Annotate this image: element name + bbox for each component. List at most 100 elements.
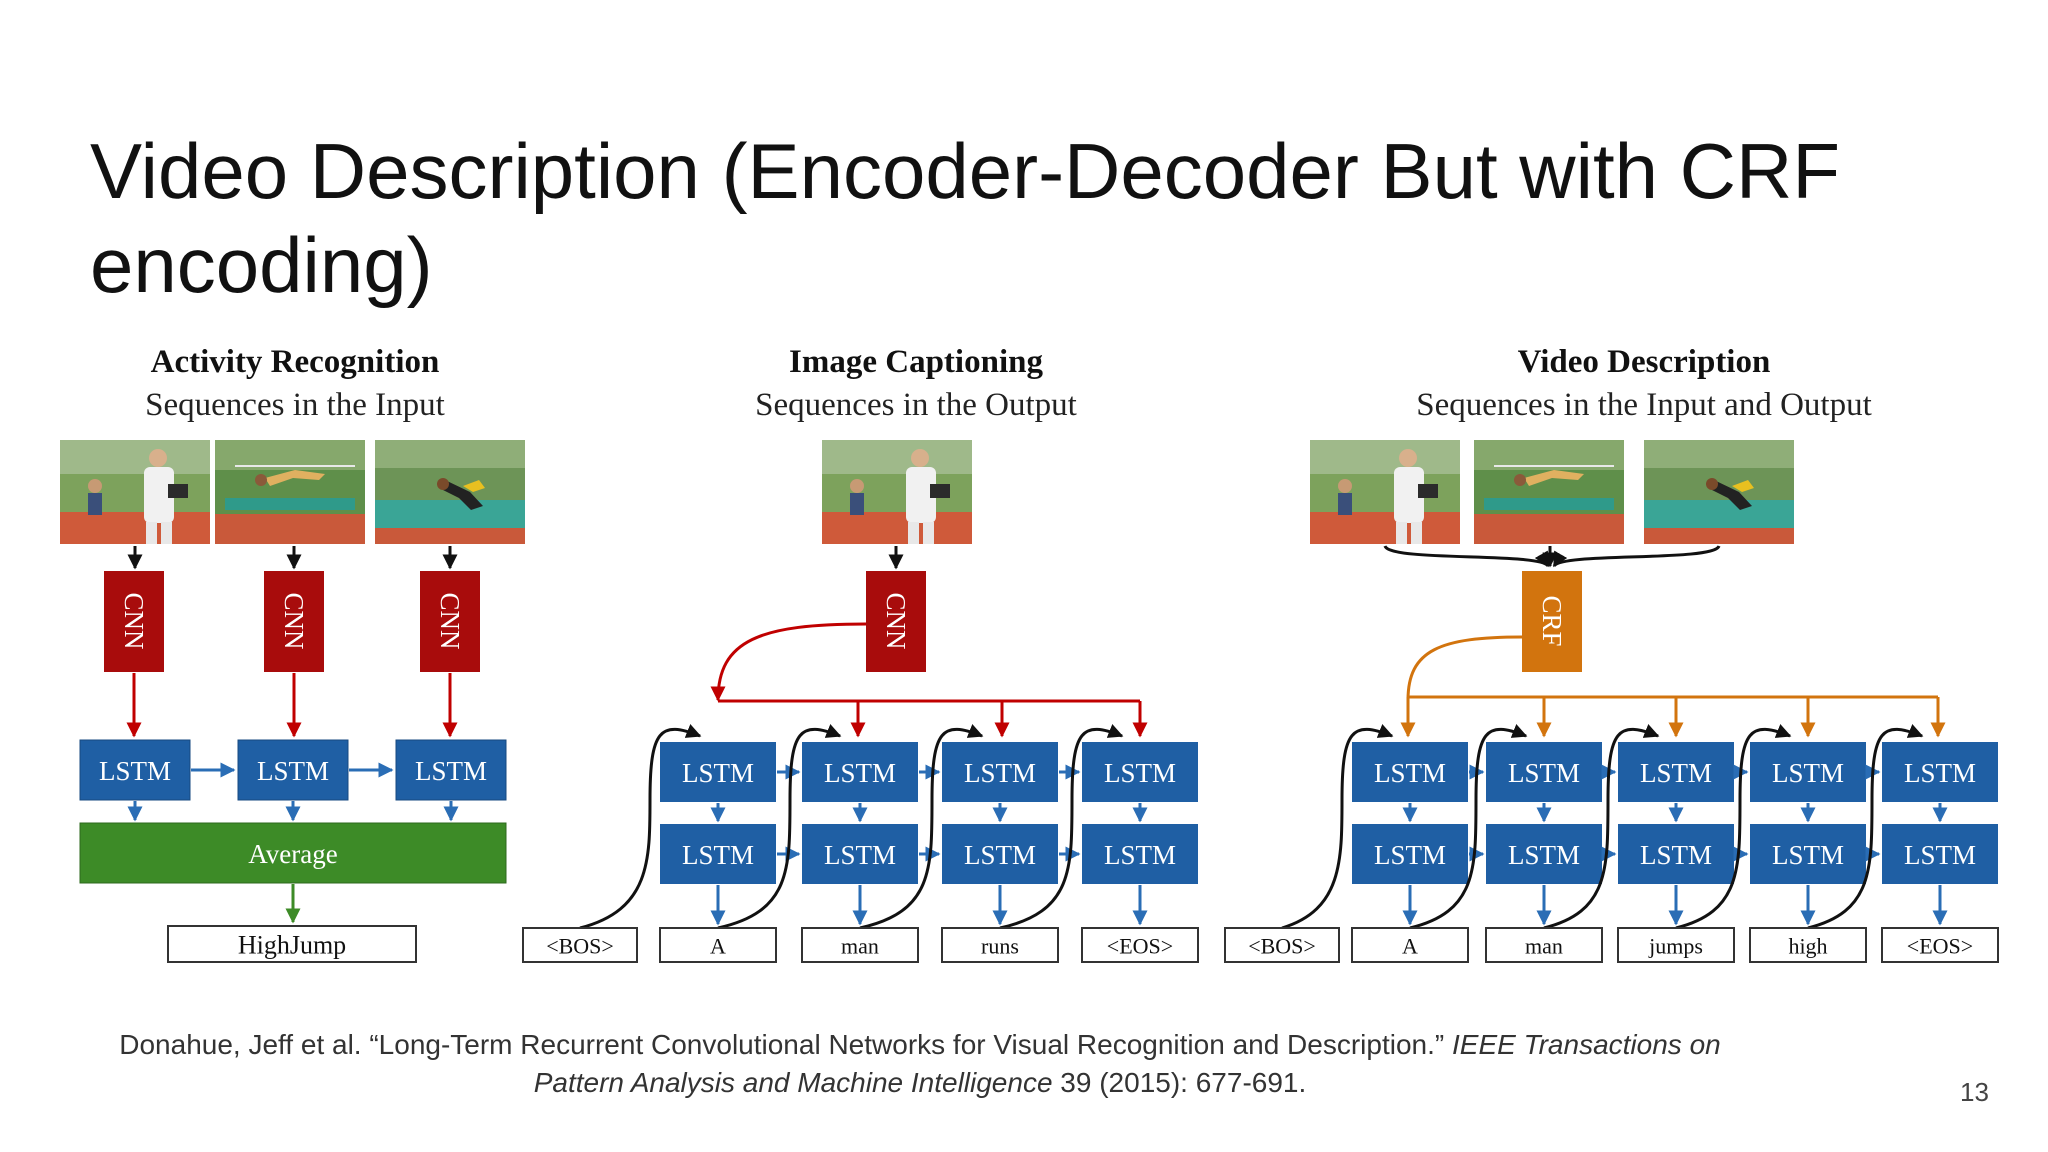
panel-title-captioning: Image Captioning <box>789 344 1043 380</box>
token-box: man <box>1485 927 1603 963</box>
token-box: <BOS> <box>522 927 638 963</box>
lstm-box: LSTM <box>1352 824 1468 884</box>
svg-text:HighJump: HighJump <box>238 931 346 960</box>
svg-text:LSTM: LSTM <box>964 840 1036 870</box>
lstm-box: LSTM <box>1882 824 1998 884</box>
svg-text:LSTM: LSTM <box>1904 840 1976 870</box>
lstm-box: LSTM <box>79 739 191 801</box>
lstm-box: LSTM <box>1082 824 1198 884</box>
svg-text:LSTM: LSTM <box>1640 758 1712 788</box>
cnn-box: CNN <box>104 571 164 672</box>
lstm-box: LSTM <box>395 739 507 801</box>
svg-text:CNN: CNN <box>119 592 149 649</box>
token-box: <BOS> <box>1224 927 1340 963</box>
lstm-box: LSTM <box>1618 824 1734 884</box>
svg-text:CNN: CNN <box>881 592 911 649</box>
token-box: jumps <box>1617 927 1735 963</box>
svg-text:LSTM: LSTM <box>682 840 754 870</box>
lstm-box: LSTM <box>802 742 918 802</box>
video-frame-1 <box>60 440 210 544</box>
token-box: man <box>801 927 919 963</box>
lstm-box: LSTM <box>660 824 776 884</box>
svg-text:LSTM: LSTM <box>682 758 754 788</box>
citation-authors-title: Donahue, Jeff et al. “Long-Term Recurren… <box>119 1029 1452 1060</box>
video-frame-2 <box>1474 440 1624 544</box>
token-box: A <box>659 927 777 963</box>
lstm-box: LSTM <box>942 742 1058 802</box>
token-box: <EOS> <box>1881 927 1999 963</box>
svg-text:LSTM: LSTM <box>1374 840 1446 870</box>
svg-text:LSTM: LSTM <box>1640 840 1712 870</box>
page-number: 13 <box>1960 1077 1989 1107</box>
lstm-box: LSTM <box>1882 742 1998 802</box>
citation-journal: IEEE Transactions on Pattern Analysis an… <box>533 1029 1721 1098</box>
svg-text:LSTM: LSTM <box>1772 840 1844 870</box>
output-label-box: HighJump <box>167 925 417 963</box>
svg-text:man: man <box>841 934 879 959</box>
svg-text:<EOS>: <EOS> <box>1907 934 1973 959</box>
token-box: A <box>1351 927 1469 963</box>
svg-text:<BOS>: <BOS> <box>546 934 614 959</box>
svg-text:LSTM: LSTM <box>1374 758 1446 788</box>
lstm-box: LSTM <box>1750 742 1866 802</box>
svg-text:LSTM: LSTM <box>1772 758 1844 788</box>
svg-text:CNN: CNN <box>279 592 309 649</box>
crf-box: CRF <box>1522 571 1582 672</box>
lstm-box: LSTM <box>237 739 349 801</box>
svg-text:LSTM: LSTM <box>99 756 171 786</box>
svg-text:CNN: CNN <box>435 592 465 649</box>
lstm-box: LSTM <box>1486 824 1602 884</box>
citation-volume-pages: 39 (2015): 677-691. <box>1052 1067 1307 1098</box>
input-image <box>822 440 972 544</box>
panel-title-video: Video Description <box>1518 344 1771 380</box>
lstm-box: LSTM <box>1352 742 1468 802</box>
panel-title-activity: Activity Recognition <box>151 344 440 380</box>
svg-text:runs: runs <box>981 934 1019 959</box>
video-frame-2 <box>215 440 365 544</box>
svg-text:Average: Average <box>248 839 337 869</box>
svg-text:LSTM: LSTM <box>1104 758 1176 788</box>
panel-image-captioning: Image Captioning Sequences in the Output… <box>522 344 1199 963</box>
lstm-box: LSTM <box>1618 742 1734 802</box>
svg-text:<BOS>: <BOS> <box>1248 934 1316 959</box>
slide-title: Video Description (Encoder-Decoder But w… <box>90 127 1840 309</box>
video-frame-1 <box>1310 440 1460 544</box>
citation: Donahue, Jeff et al. “Long-Term Recurren… <box>100 1026 1740 1102</box>
cnn-box: CNN <box>264 571 324 672</box>
panel-subtitle-activity: Sequences in the Input <box>145 387 445 423</box>
lstm-box: LSTM <box>1082 742 1198 802</box>
video-frame-3 <box>1644 440 1794 544</box>
svg-text:LSTM: LSTM <box>1104 840 1176 870</box>
svg-text:A: A <box>710 934 726 959</box>
lstm-box: LSTM <box>1486 742 1602 802</box>
svg-text:LSTM: LSTM <box>1904 758 1976 788</box>
svg-text:LSTM: LSTM <box>964 758 1036 788</box>
svg-text:LSTM: LSTM <box>257 756 329 786</box>
svg-text:LSTM: LSTM <box>824 840 896 870</box>
lstm-box: LSTM <box>942 824 1058 884</box>
svg-text:A: A <box>1402 934 1418 959</box>
svg-text:LSTM: LSTM <box>824 758 896 788</box>
svg-text:jumps: jumps <box>1648 934 1703 959</box>
lstm-box: LSTM <box>660 742 776 802</box>
panel-activity-recognition: Activity Recognition Sequences in the In… <box>60 344 525 963</box>
svg-text:LSTM: LSTM <box>1508 758 1580 788</box>
panel-subtitle-video: Sequences in the Input and Output <box>1416 387 1872 423</box>
lstm-box: LSTM <box>1750 824 1866 884</box>
token-box: high <box>1749 927 1867 963</box>
svg-text:LSTM: LSTM <box>1508 840 1580 870</box>
svg-text:man: man <box>1525 934 1563 959</box>
svg-text:CRF: CRF <box>1537 595 1567 646</box>
lstm-box: LSTM <box>802 824 918 884</box>
cnn-box: CNN <box>420 571 480 672</box>
panel-subtitle-captioning: Sequences in the Output <box>755 387 1077 423</box>
svg-text:LSTM: LSTM <box>415 756 487 786</box>
cnn-box: CNN <box>866 571 926 672</box>
panel-video-description: Video Description Sequences in the Input… <box>1224 344 1999 963</box>
average-box: Average <box>79 822 507 884</box>
svg-text:high: high <box>1788 934 1827 959</box>
video-frame-3 <box>375 440 525 544</box>
svg-text:<EOS>: <EOS> <box>1107 934 1173 959</box>
token-box: runs <box>941 927 1059 963</box>
